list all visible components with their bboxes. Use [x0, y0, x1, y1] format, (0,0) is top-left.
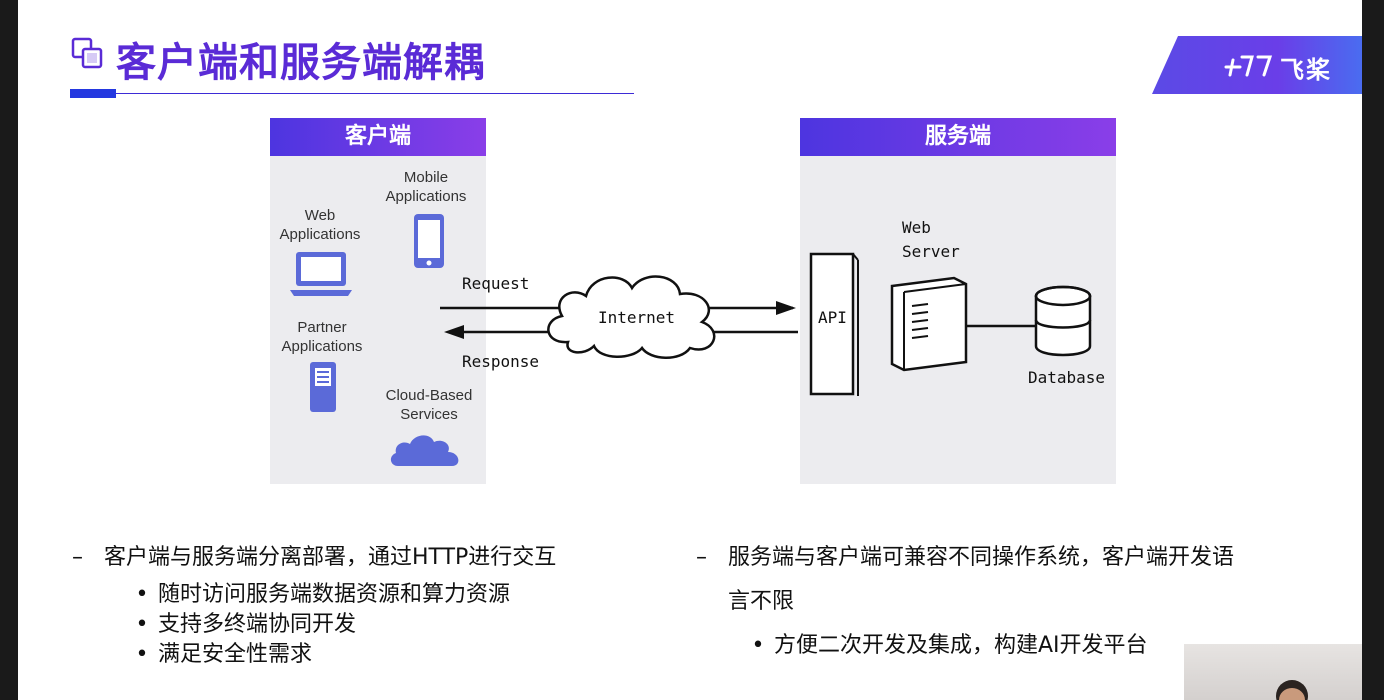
web-server-label: Web Server [902, 218, 960, 261]
server-panel-header: 服务端 [800, 118, 1116, 156]
api-gateway-icon [809, 252, 859, 396]
client-panel-header: 客户端 [270, 118, 486, 156]
brand-banner: 飞桨 [1152, 36, 1362, 94]
mobile-applications-label: Mobile Applications [385, 169, 467, 205]
left-sub-bullet: •支持多终端协同开发 [135, 612, 357, 637]
presenter-avatar [1276, 680, 1308, 700]
mobile-phone-icon [414, 214, 444, 268]
paddle-logo-icon [1224, 55, 1273, 77]
title-underline-accent [70, 89, 116, 98]
api-label: API [818, 308, 847, 327]
title-underline [70, 93, 634, 94]
left-bullet-list: –客户端与服务端分离部署，通过HTTP进行交互 •随时访问服务端数据资源和算力资… [72, 536, 692, 670]
left-main-bullet: –客户端与服务端分离部署，通过HTTP进行交互 [72, 545, 557, 570]
server-panel: 服务端 API Web Server Database [800, 118, 1116, 484]
page-title: 客户端和服务端解耦 [116, 40, 485, 86]
left-sub-bullet: •随时访问服务端数据资源和算力资源 [135, 582, 511, 607]
window-stack-icon [71, 37, 103, 69]
left-sub-bullet: •满足安全性需求 [135, 642, 313, 667]
right-sub-bullet: •方便二次开发及集成，构建AI开发平台 [751, 633, 1148, 658]
partner-applications-label: Partner Applications [281, 319, 363, 355]
internet-cloud-icon [547, 275, 716, 359]
web-server-icon [890, 276, 1036, 372]
slide: 客户端和服务端解耦 飞桨 客户端 Mobile Applications Web… [18, 0, 1362, 700]
brand-name: 飞桨 [1280, 56, 1332, 84]
cloud-based-services-label: Cloud-Based Services [385, 387, 473, 423]
server-tower-icon [310, 362, 336, 412]
right-main-bullet-continued: 言不限 [728, 589, 795, 614]
right-main-bullet: –服务端与客户端可兼容不同操作系统，客户端开发语 [696, 545, 1235, 570]
database-label: Database [1028, 368, 1106, 387]
right-bullet-list: –服务端与客户端可兼容不同操作系统，客户端开发语 言不限 •方便二次开发及集成，… [696, 536, 1316, 668]
request-response-arrows [440, 301, 798, 339]
client-panel: 客户端 Mobile Applications Web Applications… [270, 118, 486, 484]
request-label: Request [462, 274, 530, 293]
presenter-video[interactable] [1184, 644, 1362, 700]
response-label: Response [462, 352, 540, 371]
cloud-icon [390, 435, 459, 466]
laptop-icon [290, 252, 352, 296]
web-applications-label: Web Applications [279, 207, 361, 243]
database-icon [1034, 285, 1092, 357]
internet-label: Internet [598, 308, 676, 327]
